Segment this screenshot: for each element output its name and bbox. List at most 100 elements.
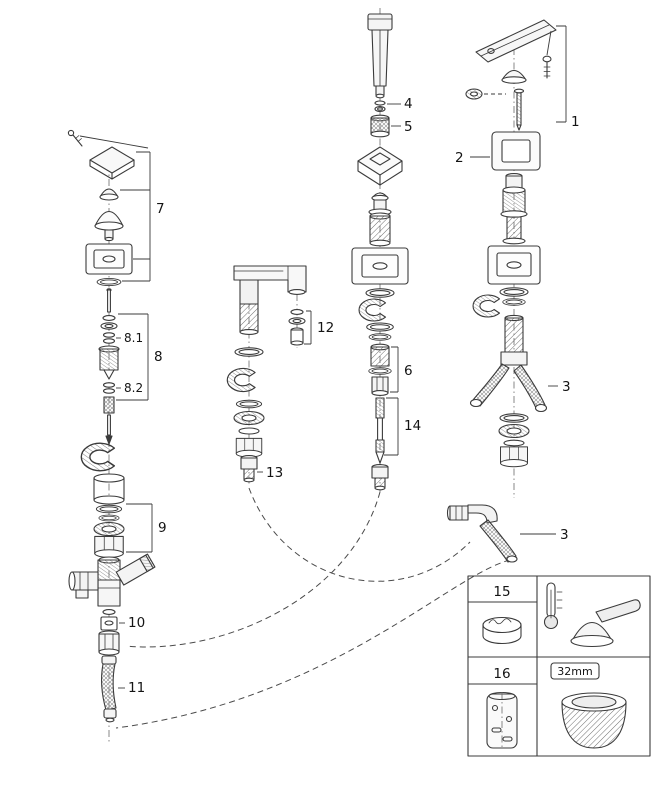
- elbow-outlet: [68, 571, 99, 599]
- mounting-clip: [226, 367, 256, 393]
- callout-6: 6: [404, 363, 413, 379]
- handle-screw: [542, 55, 552, 79]
- lever-handle-icon: [570, 599, 641, 648]
- callout-11: 11: [128, 680, 145, 696]
- mounting-nut: [94, 535, 124, 558]
- spout-assembly: [226, 265, 307, 483]
- hose-routing-line: [125, 491, 381, 648]
- faucet-body: [469, 314, 548, 413]
- thermometer-icon: [543, 582, 563, 630]
- escutcheon-middle: [351, 247, 409, 285]
- handshower-diverter-assembly: [351, 13, 409, 491]
- callout-14: 14: [404, 418, 421, 434]
- mounting-clip: [472, 294, 501, 318]
- callout-8-2: 8.2: [124, 381, 143, 395]
- o-ring: [95, 504, 123, 514]
- base-grommet: [465, 88, 483, 100]
- handle-cap-plate: [89, 146, 135, 180]
- escutcheon-right: [487, 245, 541, 285]
- mounting-clip: [80, 442, 116, 472]
- hose-routing-line: [248, 487, 471, 582]
- hose-nipple: [371, 464, 389, 491]
- callout-4: 4: [404, 96, 413, 112]
- right-handle-body-assembly: [446, 19, 557, 563]
- left-valve-assembly: [67, 129, 156, 723]
- diverter-cartridge: [369, 212, 391, 247]
- spacer-cup: [93, 473, 125, 505]
- washer: [499, 413, 529, 423]
- handle-cap-round: [99, 188, 119, 201]
- escutcheon-left: [85, 243, 133, 275]
- part-8-1: [102, 338, 116, 344]
- mounting-clip: [358, 298, 387, 322]
- o-ring: [499, 287, 529, 297]
- handle-skirt-2: [491, 131, 541, 171]
- valve-pin: [106, 288, 112, 313]
- seal-parts-4: [374, 100, 386, 112]
- valve-body: [68, 553, 156, 607]
- angled-connector: [115, 553, 156, 586]
- callout-2: 2: [455, 150, 464, 166]
- part-8-2: [102, 382, 116, 388]
- diverter-knob: [357, 146, 403, 186]
- pull-rod-14: [375, 397, 385, 464]
- callout-8: 8: [154, 349, 163, 365]
- part-8-1: [102, 332, 116, 338]
- size-badge: 32mm: [550, 662, 600, 680]
- size-label: 32mm: [557, 665, 592, 678]
- o-ring: [98, 514, 120, 522]
- callout-12: 12: [317, 320, 334, 336]
- outlet-parts-12: [288, 309, 306, 346]
- elbow-connector: [446, 504, 498, 524]
- washer: [503, 439, 525, 447]
- handle-stem: [505, 173, 523, 189]
- washer: [366, 322, 394, 332]
- callout-13: 13: [266, 465, 283, 481]
- body-hose-right-3: [513, 364, 546, 411]
- friction-ring: [498, 423, 530, 439]
- handshower: [367, 13, 393, 99]
- center-axes: [108, 8, 515, 742]
- threaded-stem: [502, 216, 526, 245]
- extension-socket-icon: [561, 692, 627, 749]
- callout-1: 1: [571, 114, 580, 130]
- washer: [238, 427, 260, 435]
- cartridge-sleeve-icon: [486, 691, 518, 750]
- handle-cap: [501, 69, 527, 84]
- mounting-nut: [235, 437, 263, 458]
- handle-fixing-screw: [67, 129, 83, 147]
- cartridge-parts-8: [98, 315, 120, 445]
- callout-7: 7: [156, 201, 165, 217]
- tub-spout: [233, 265, 307, 335]
- callout-3-upper: 3: [562, 379, 571, 395]
- supply-hose-3-lower: [479, 519, 518, 563]
- callout-9: 9: [158, 520, 167, 536]
- callout-3-lower: 3: [560, 527, 569, 543]
- part-8-2: [102, 388, 116, 394]
- fixing-screw-long: [513, 88, 525, 131]
- grease-tub-icon: [482, 616, 522, 645]
- handle-dome: [94, 210, 124, 242]
- handle-lever-blade: [475, 19, 557, 63]
- diverter-housing-6: [368, 343, 392, 396]
- legend-item-15-number: 15: [493, 584, 510, 600]
- hose-routing-line: [115, 559, 511, 729]
- hose-routing-lines: [115, 487, 511, 729]
- friction-ring: [233, 410, 265, 426]
- check-valve-5: [370, 114, 390, 138]
- supply-hose-11: [101, 655, 117, 723]
- o-ring: [96, 277, 122, 287]
- hose-connector-13: [240, 455, 258, 483]
- callout-10: 10: [128, 615, 145, 631]
- hex-coupler: [98, 630, 120, 656]
- o-ring: [365, 288, 395, 298]
- legend-item-16-number: 16: [493, 666, 510, 682]
- washer: [368, 333, 392, 341]
- legend-box: 15 16: [467, 575, 651, 757]
- callouts: 1 2 3 3 4 5 6 7 8 8.1 8.2 9 10 11 12 13: [116, 25, 580, 696]
- friction-ring: [93, 521, 125, 537]
- callout-8-1: 8.1: [124, 331, 143, 345]
- o-ring: [502, 298, 526, 306]
